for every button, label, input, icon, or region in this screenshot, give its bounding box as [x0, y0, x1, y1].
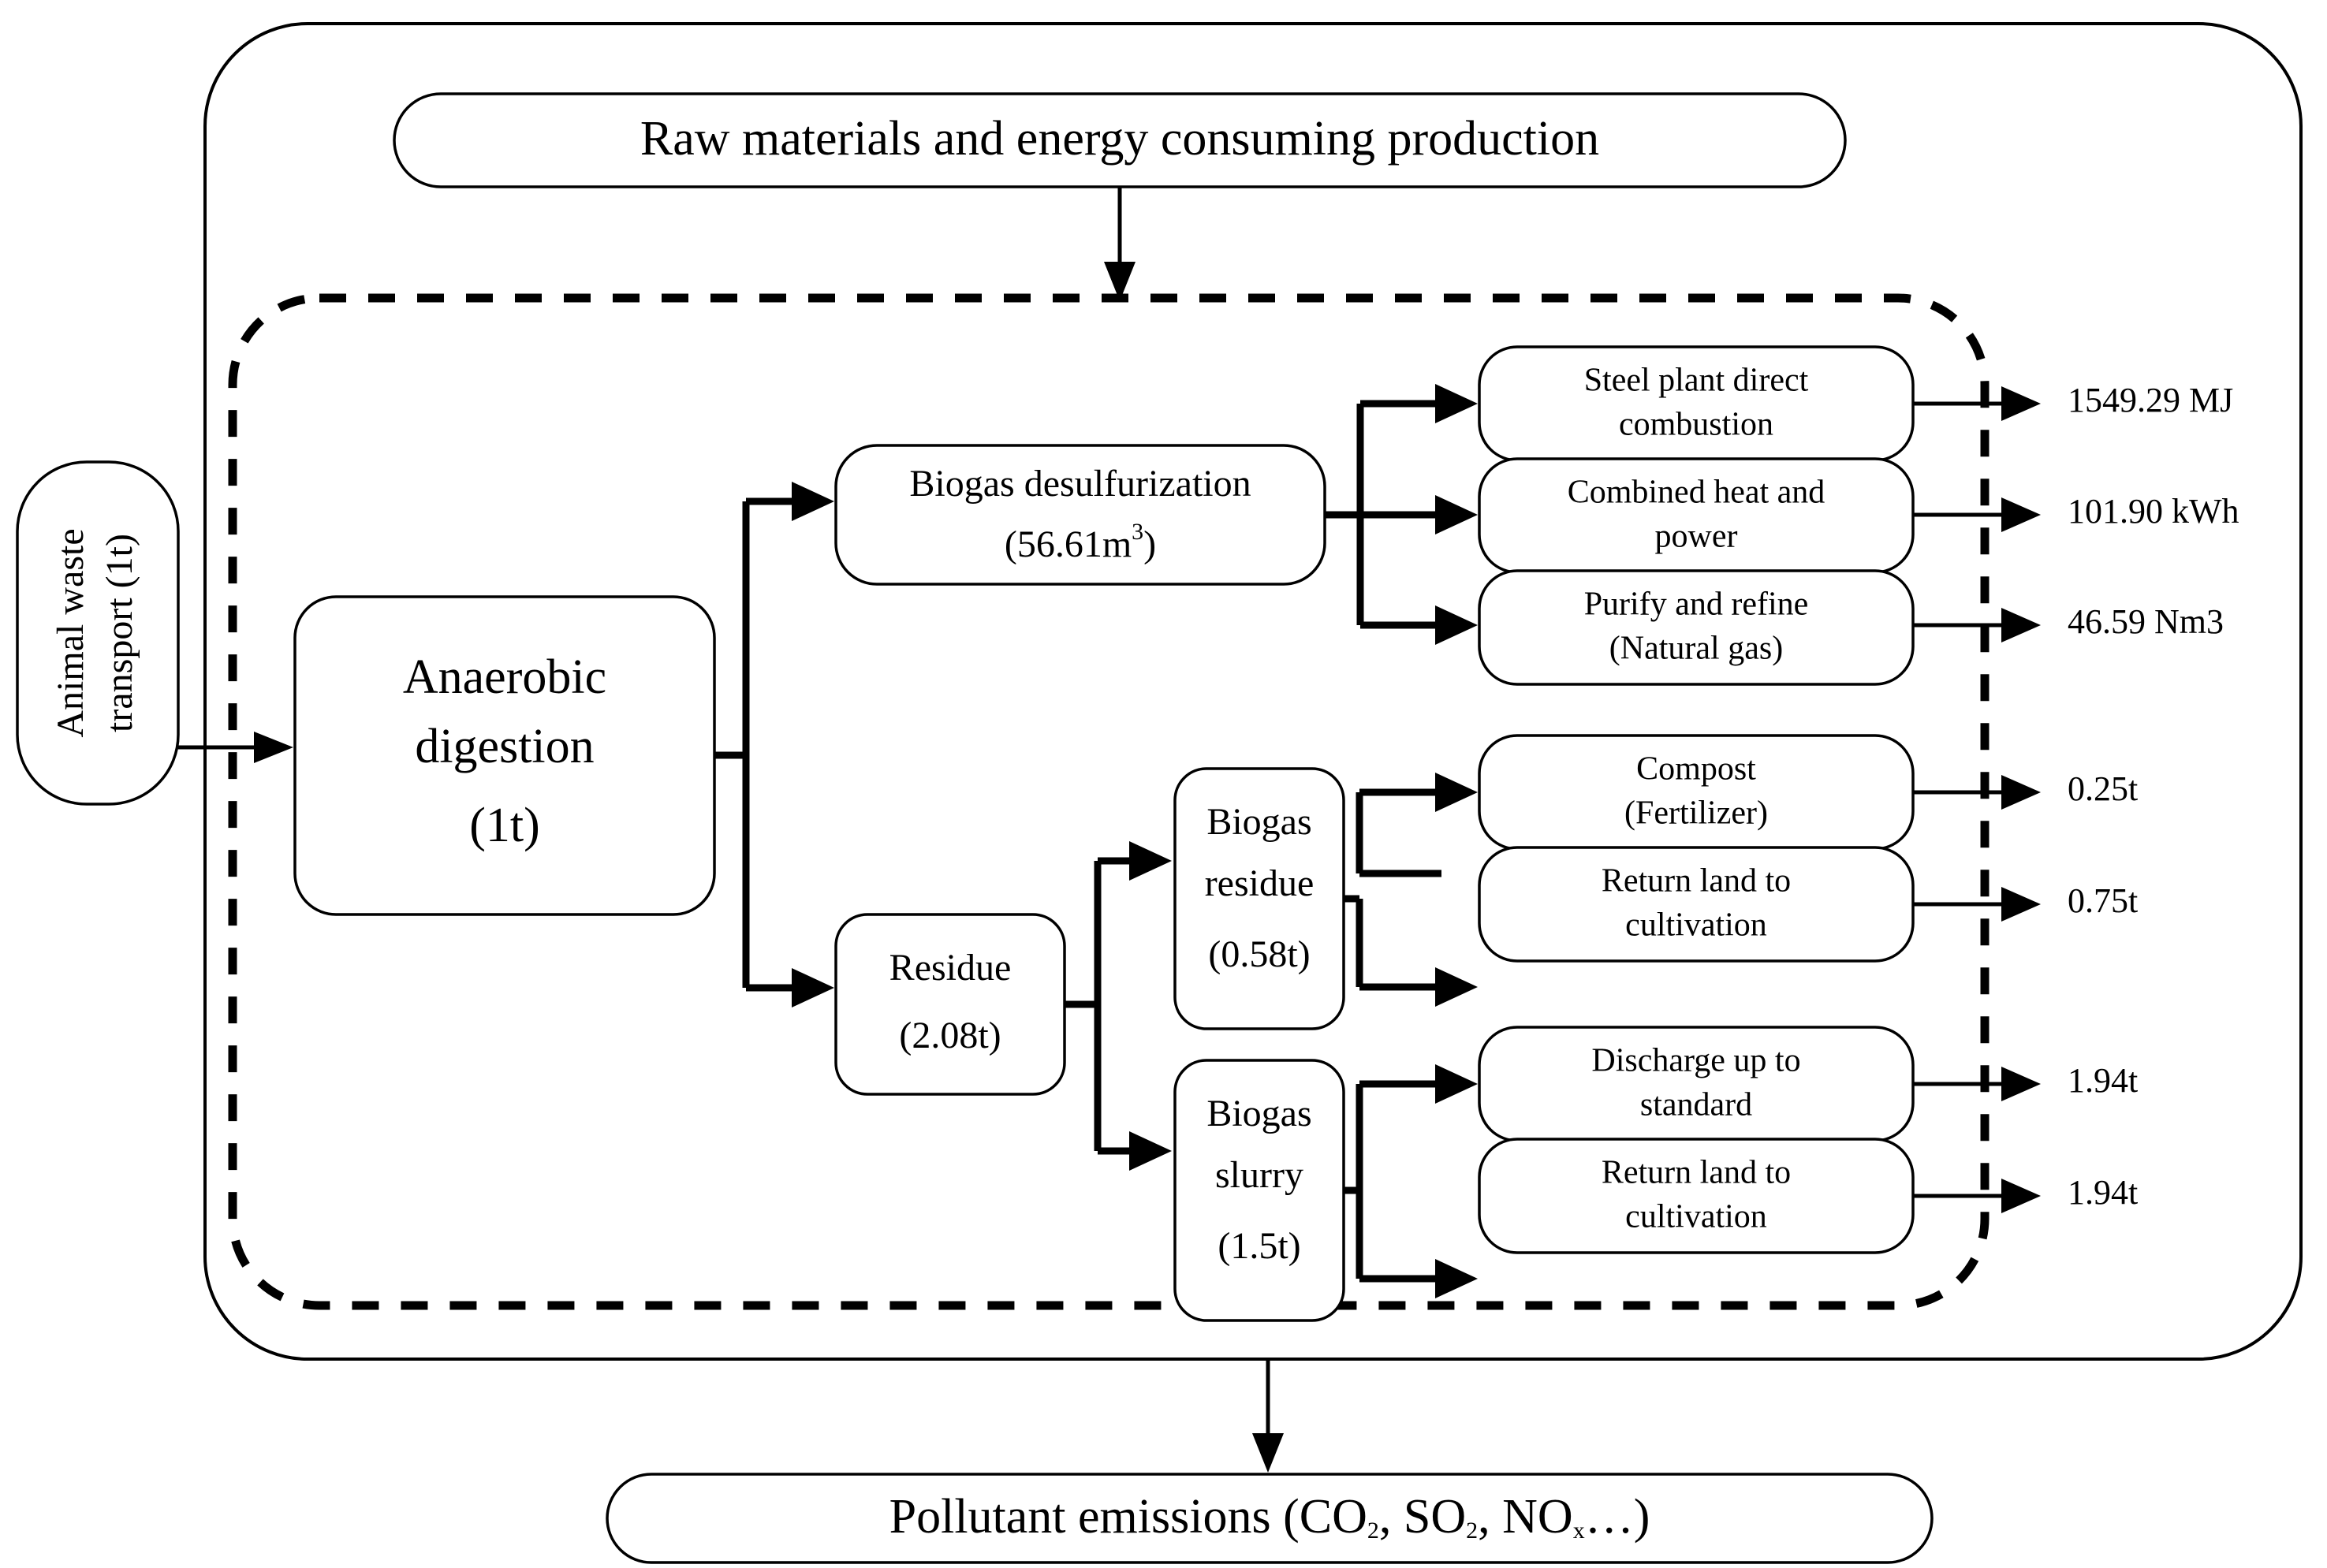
chp-label-line2: power: [1655, 519, 1738, 555]
arrowhead-to-purify: [1435, 605, 1478, 645]
animal-waste-transport-label-line2: transport (1t): [99, 534, 140, 732]
arrowhead-return-land-2-output: [2001, 1179, 2041, 1213]
arrowhead-residue-to-biogas-residue: [1129, 841, 1172, 881]
arrowhead-return-land-1-output: [2001, 887, 2041, 922]
biogas-residue-label-line2: residue: [1205, 862, 1315, 904]
output-label-return-land-1: 0.75t: [2068, 881, 2138, 920]
return-land-1-label-line2: cultivation: [1625, 907, 1767, 944]
pollutant-emissions-label: Pollutant emissions (CO2, SO2, NOx…): [889, 1490, 1650, 1544]
arrowhead-boundary-to-pollutant: [1252, 1433, 1284, 1473]
anaerobic-digestion-label-line3: (1t): [469, 799, 540, 852]
biogas-desulfurization-amount-prefix: (56.61m: [1005, 523, 1132, 565]
return-land-2-label-line1: Return land to: [1602, 1155, 1791, 1191]
discharge-label-line1: Discharge up to: [1591, 1043, 1800, 1079]
anaerobic-digestion-label-line2: digestion: [415, 720, 594, 773]
arrowhead-input-to-anaerobic: [254, 732, 293, 763]
biogas-residue-label-line1: Biogas: [1206, 801, 1311, 843]
biogas-desulfurization-amount-sup: 3: [1132, 519, 1143, 545]
return-land-2-label-line2: cultivation: [1625, 1199, 1767, 1235]
pollutant-sub-2: 2: [1466, 1518, 1478, 1544]
animal-waste-transport-label-line1: Animal waste: [50, 528, 91, 737]
pollutant-emissions-box: [606, 1473, 1934, 1564]
raw-materials-banner-label: Raw materials and energy consuming produ…: [640, 112, 1599, 166]
arrowhead-discharge-output: [2001, 1067, 2041, 1101]
output-label-compost: 0.25t: [2068, 769, 2138, 808]
residue-label-line1: Residue: [889, 947, 1012, 989]
arrowhead-residue-to-biogas-slurry: [1129, 1131, 1172, 1171]
biogas-desulfurization-amount: (56.61m3): [1005, 519, 1156, 565]
purify-refine-label-line1: Purify and refine: [1584, 587, 1809, 623]
arrowhead-compost-output: [2001, 775, 2041, 810]
connector-anaerobic-split: [714, 497, 804, 992]
chp-label-line1: Combined heat and: [1568, 475, 1825, 511]
return-land-1-label-line1: Return land to: [1602, 863, 1791, 899]
biogas-slurry-label-line2: slurry: [1215, 1154, 1303, 1196]
arrowhead-to-chp: [1435, 495, 1478, 534]
arrowhead-anaerobic-to-desulfurization: [792, 482, 834, 521]
compost-label-line1: Compost: [1636, 751, 1756, 788]
connector-residue-split: [1065, 857, 1137, 1155]
connector-biogas-slurry-split: [1344, 1080, 1441, 1283]
output-label-purify: 46.59 Nm3: [2068, 602, 2224, 641]
arrowhead-steel-plant-output: [2001, 386, 2041, 421]
arrowhead-banner-to-boundary: [1104, 262, 1136, 301]
system-boundary-dashed: [228, 293, 1990, 1310]
residue-box: [834, 913, 1066, 1096]
raw-materials-banner-box: [393, 92, 1847, 188]
anaerobic-digestion-label-line1: Anaerobic: [403, 650, 606, 704]
arrowhead-to-discharge: [1435, 1064, 1478, 1104]
output-label-discharge: 1.94t: [2068, 1061, 2138, 1100]
arrowhead-to-steel-plant: [1435, 384, 1478, 423]
arrowhead-purify-output: [2001, 608, 2041, 642]
arrowhead-anaerobic-to-residue: [792, 968, 834, 1007]
pollutant-sub-1: 2: [1367, 1518, 1379, 1544]
output-label-chp: 101.90 kWh: [2068, 492, 2239, 531]
biogas-desulfurization-amount-suffix: ): [1143, 523, 1156, 565]
compost-label-line2: (Fertilizer): [1624, 795, 1768, 832]
pollutant-mid-2: , NO: [1478, 1490, 1573, 1544]
steel-plant-label-line2: combustion: [1619, 407, 1773, 443]
discharge-label-line2: standard: [1640, 1087, 1752, 1123]
animal-waste-transport-box: [16, 460, 180, 806]
connector-biogas-residue-split: [1344, 788, 1441, 903]
pollutant-prefix: Pollutant emissions (CO: [889, 1490, 1367, 1544]
residue-label-line2: (2.08t): [899, 1015, 1001, 1056]
pollutant-sub-3: x: [1573, 1518, 1585, 1544]
connector-desulfurization-split: [1325, 400, 1441, 629]
arrowhead-to-return-land-1: [1435, 967, 1478, 1007]
purify-refine-label-line2: (Natural gas): [1609, 631, 1783, 667]
connector-biogas-residue-split-lower: [1356, 899, 1441, 991]
biogas-desulfurization-label: Biogas desulfurization: [909, 463, 1251, 505]
output-label-steel-plant: 1549.29 MJ: [2068, 381, 2233, 419]
arrowhead-chp-output: [2001, 497, 2041, 532]
arrowhead-to-compost: [1435, 773, 1478, 812]
pollutant-suffix: …): [1585, 1490, 1650, 1544]
biogas-slurry-label-line1: Biogas: [1206, 1093, 1311, 1134]
steel-plant-label-line1: Steel plant direct: [1584, 363, 1809, 399]
pollutant-mid-1: , SO: [1379, 1490, 1466, 1544]
arrowhead-to-return-land-2: [1435, 1259, 1478, 1298]
system-boundary-outer: [203, 22, 2303, 1361]
output-label-return-land-2: 1.94t: [2068, 1173, 2138, 1212]
biogas-residue-label-line3: (0.58t): [1208, 933, 1310, 975]
biogas-slurry-label-line3: (1.5t): [1218, 1225, 1300, 1267]
purify-refine-box: [1478, 569, 1915, 686]
